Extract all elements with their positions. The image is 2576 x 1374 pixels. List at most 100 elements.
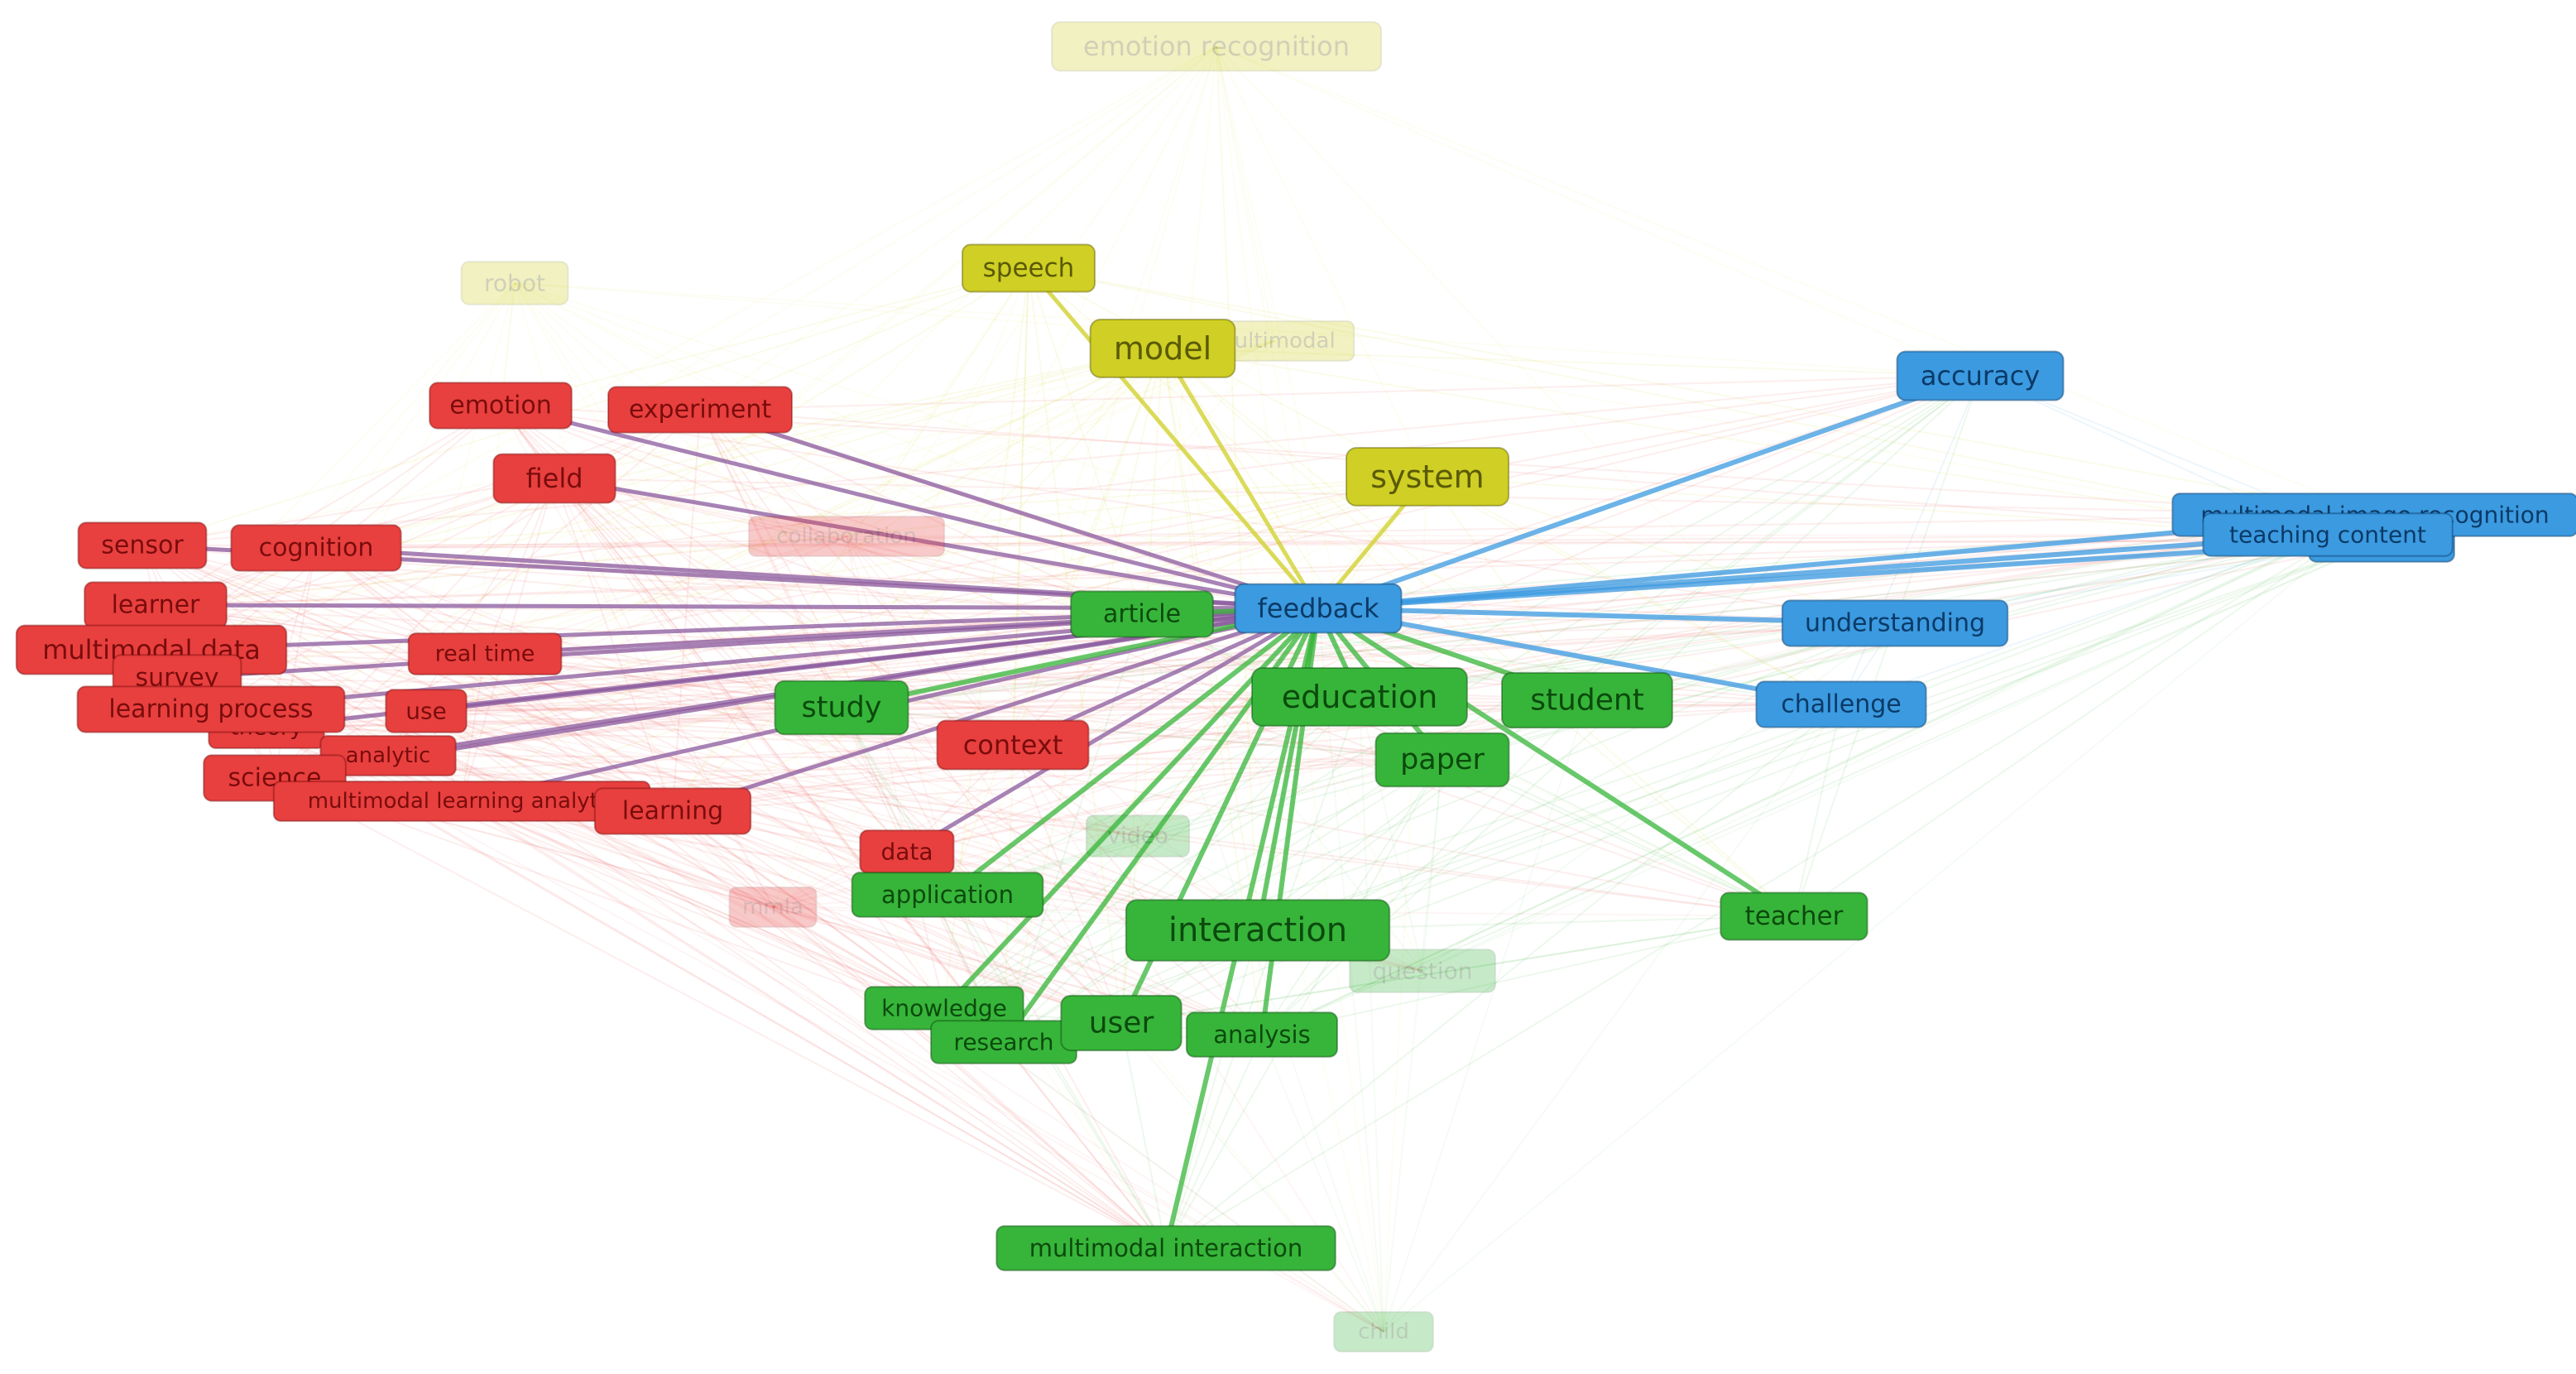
node-real-time[interactable]: real time xyxy=(407,632,563,675)
node-child[interactable]: child xyxy=(1333,1311,1434,1352)
node-understanding[interactable]: understanding xyxy=(1781,599,2009,647)
link-emotion-recognition-knowledge xyxy=(943,46,1217,1009)
node-knowledge[interactable]: knowledge xyxy=(864,986,1024,1030)
node-box-child xyxy=(1333,1311,1434,1352)
node-model[interactable]: model xyxy=(1089,319,1236,378)
link-emotion-recognition-multimodal-image-recognition xyxy=(1216,46,2376,516)
link-science-paper xyxy=(274,759,1443,779)
node-interaction[interactable]: interaction xyxy=(1125,899,1391,962)
node-label-context: context xyxy=(963,729,1063,761)
link-cognition-article xyxy=(315,547,1143,615)
link-real-time-multimodal-interaction xyxy=(484,653,1167,1249)
node-box-interaction xyxy=(1125,899,1391,962)
node-application[interactable]: application xyxy=(851,872,1044,918)
link-feedback-data xyxy=(905,606,1320,854)
node-context[interactable]: context xyxy=(936,719,1090,771)
node-education[interactable]: education xyxy=(1251,667,1468,727)
node-teaching-content[interactable]: teaching content xyxy=(2202,512,2454,557)
node-label-multimodal-learning-analytic: multimodal learning analytic xyxy=(308,789,616,814)
node-field[interactable]: field xyxy=(492,453,616,504)
node-label-learning: learning xyxy=(622,797,723,826)
link-feedback-model xyxy=(1160,347,1321,610)
node-learning-process[interactable]: learning process xyxy=(76,685,346,733)
link-system-multimodal-learning-analytic xyxy=(461,476,1428,802)
node-box-experiment xyxy=(607,386,793,434)
node-speech[interactable]: speech xyxy=(962,243,1096,293)
link-real-time-multimodal-learning-analytic xyxy=(461,653,486,802)
link-system-cognition xyxy=(315,476,1428,549)
link-collaboration-learner xyxy=(155,536,847,606)
node-emotion[interactable]: emotion xyxy=(429,382,573,430)
node-research[interactable]: research xyxy=(930,1020,1077,1064)
node-data[interactable]: data xyxy=(859,829,955,874)
node-study[interactable]: study xyxy=(774,680,909,736)
node-box-article xyxy=(1070,590,1214,638)
link-emotion-interaction xyxy=(500,405,1259,931)
link-speech-sensor xyxy=(142,267,1029,546)
link-emotion-learner xyxy=(155,405,501,606)
node-label-interaction: interaction xyxy=(1168,911,1347,949)
link-robot-child xyxy=(514,282,1384,1333)
node-question[interactable]: question xyxy=(1349,949,1496,993)
node-box-mmla xyxy=(728,886,818,928)
link-analysis-multimodal-interaction xyxy=(1165,1034,1263,1249)
link-speech-action-p xyxy=(1028,267,2382,541)
node-cognition[interactable]: cognition xyxy=(230,524,402,572)
node-label-education: education xyxy=(1282,679,1438,715)
node-label-emotion-recognition: emotion recognition xyxy=(1083,31,1350,62)
node-robot[interactable]: robot xyxy=(460,261,569,305)
node-system[interactable]: system xyxy=(1346,447,1510,507)
node-user[interactable]: user xyxy=(1060,994,1182,1052)
node-learner[interactable]: learner xyxy=(84,581,228,629)
link-feedback-teacher xyxy=(1317,606,1796,919)
link-study-multimodal-image-recognition xyxy=(841,514,2376,709)
node-collaboration[interactable]: collaboration xyxy=(748,516,946,557)
node-accuracy[interactable]: accuracy xyxy=(1896,350,2065,401)
link-interaction-multimodal-interaction xyxy=(1165,930,1259,1249)
node-label-real-time: real time xyxy=(435,641,535,667)
link-paper-multimodal-interaction xyxy=(1165,759,1443,1249)
node-sensor[interactable]: sensor xyxy=(77,521,208,569)
node-multimodal-interaction[interactable]: multimodal interaction xyxy=(995,1225,1336,1271)
link-use-context xyxy=(425,710,1014,746)
node-label-challenge: challenge xyxy=(1781,690,1902,719)
node-mmla[interactable]: mmla xyxy=(728,886,818,928)
link-emotion-recognition-system xyxy=(1216,46,1428,478)
link-experiment-user xyxy=(699,409,1122,1024)
node-box-teaching-content xyxy=(2202,512,2454,557)
node-teacher[interactable]: teacher xyxy=(1720,891,1868,941)
node-label-learning-process: learning process xyxy=(108,695,313,724)
node-label-user: user xyxy=(1089,1006,1154,1040)
node-paper[interactable]: paper xyxy=(1374,732,1510,788)
node-challenge[interactable]: challenge xyxy=(1755,680,1927,728)
link-application-multimodal-interaction xyxy=(947,894,1167,1249)
node-student[interactable]: student xyxy=(1501,671,1673,729)
link-emotion-recognition-cognition xyxy=(315,46,1217,549)
link-use-understanding xyxy=(425,622,1896,712)
node-multimodal-learning-analytic[interactable]: multimodal learning analytic xyxy=(272,781,651,822)
link-education-accuracy xyxy=(1359,375,1981,698)
node-article[interactable]: article xyxy=(1070,590,1214,638)
node-video[interactable]: video xyxy=(1085,814,1191,858)
node-emotion-recognition[interactable]: emotion recognition xyxy=(1051,21,1383,72)
link-paper-child xyxy=(1383,759,1443,1333)
node-experiment[interactable]: experiment xyxy=(607,386,793,434)
node-analysis[interactable]: analysis xyxy=(1185,1011,1339,1058)
link-model-student xyxy=(1162,348,1588,701)
node-box-context xyxy=(936,719,1090,771)
link-sensor-interaction xyxy=(142,545,1259,931)
link-system-analytic xyxy=(387,476,1428,757)
link-feedback-experiment xyxy=(699,407,1319,611)
link-collaboration-context xyxy=(846,536,1014,746)
node-box-collaboration xyxy=(748,516,946,557)
node-box-education xyxy=(1251,667,1468,727)
node-use[interactable]: use xyxy=(385,689,468,733)
node-feedback[interactable]: feedback xyxy=(1234,583,1403,634)
link-collaboration-research xyxy=(846,536,1005,1043)
node-learning[interactable]: learning xyxy=(593,787,752,835)
link-robot-cognition xyxy=(315,282,516,549)
link-article-research xyxy=(1003,613,1143,1043)
node-box-robot xyxy=(460,261,569,305)
link-learning-process-context xyxy=(210,709,1014,746)
